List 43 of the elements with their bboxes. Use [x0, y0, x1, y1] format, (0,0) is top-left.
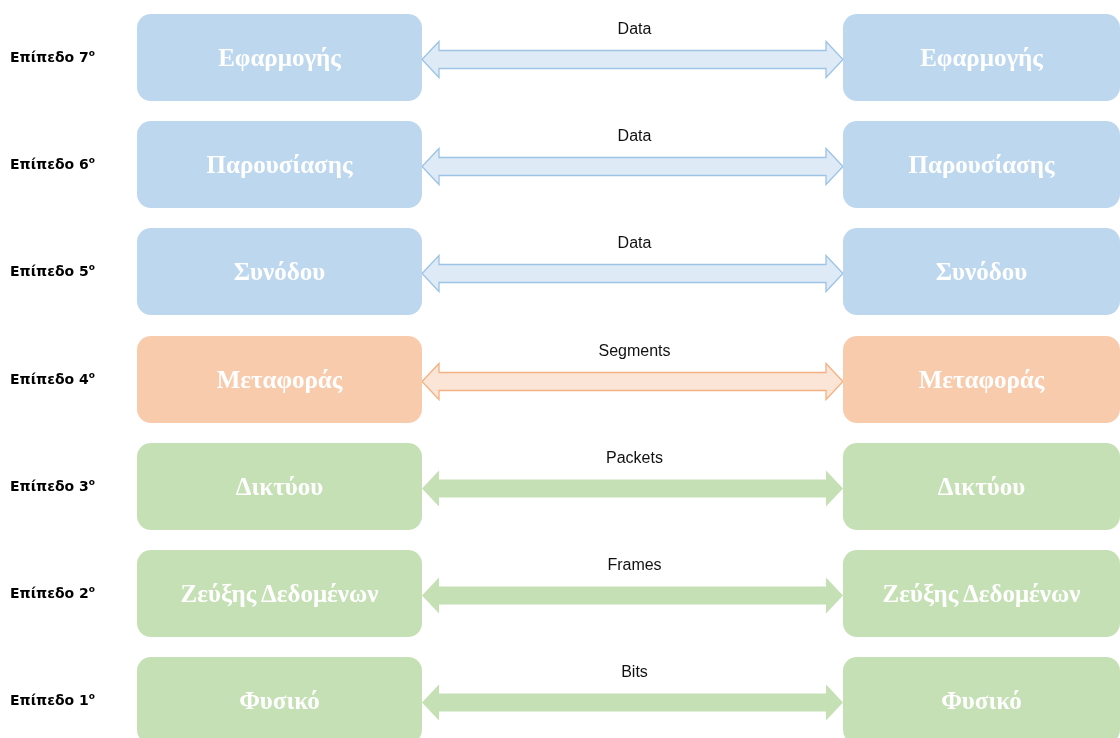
- layer-name: Παρουσίασης: [206, 150, 353, 179]
- layer-box: [137, 14, 422, 101]
- layer-box: [843, 443, 1120, 530]
- layer-box: [843, 14, 1120, 101]
- layer-name: Ζεύξης Δεδομένων: [882, 579, 1081, 608]
- layer-box: [843, 336, 1120, 423]
- layer-name: Συνόδου: [935, 257, 1028, 286]
- double-arrow: [421, 146, 844, 187]
- layer-box: [843, 657, 1120, 738]
- layer-box: [137, 121, 422, 208]
- layer-name: Ζεύξης Δεδομένων: [180, 579, 379, 608]
- layer-number: Επίπεδο 6$^{ο}$: [10, 154, 96, 172]
- layer-number: Επίπεδο 3$^{ο}$: [10, 476, 96, 494]
- layer-box: [137, 657, 422, 738]
- layer-number: Επίπεδο 2$^{ο}$: [10, 583, 96, 601]
- layer-name: Φυσικό: [941, 686, 1022, 715]
- layer-name: Μεταφοράς: [918, 365, 1045, 394]
- double-arrow: [422, 470, 843, 507]
- layer-number: Επίπεδο 1$^{ο}$: [10, 690, 96, 708]
- layer-box: [137, 228, 422, 315]
- double-arrow: [421, 39, 844, 80]
- layer-name: Δικτύου: [235, 472, 324, 501]
- layer-name: Μεταφοράς: [216, 365, 343, 394]
- layer-box: [843, 121, 1120, 208]
- layer-number: Επίπεδο 7$^{ο}$: [10, 47, 96, 65]
- layer-box: [843, 228, 1120, 315]
- layer-name: Εφαρμογής: [920, 43, 1043, 72]
- layer-name: Εφαρμογής: [218, 43, 341, 72]
- edge-label: Segments: [596, 342, 673, 360]
- double-arrow: [421, 253, 844, 294]
- layer-box: [137, 336, 422, 423]
- layer-number: Επίπεδο 5$^{ο}$: [10, 261, 96, 279]
- double-arrow: [422, 577, 843, 614]
- layer-box: [137, 550, 422, 637]
- layer-name: Συνόδου: [233, 257, 326, 286]
- double-arrow: [421, 361, 844, 402]
- layer-box: [137, 443, 422, 530]
- layer-name: Φυσικό: [239, 686, 320, 715]
- layer-box: [843, 550, 1120, 637]
- layer-name: Παρουσίασης: [908, 150, 1055, 179]
- double-arrow: [422, 684, 843, 721]
- layer-name: Δικτύου: [937, 472, 1026, 501]
- layer-number: Επίπεδο 4$^{ο}$: [10, 369, 96, 387]
